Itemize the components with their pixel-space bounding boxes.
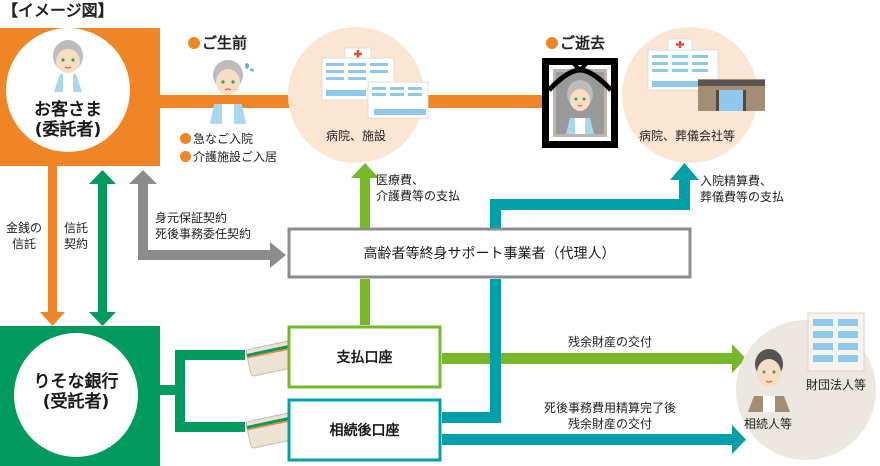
diagram-title: 【イメージ図】 (2, 1, 114, 20)
foundation-building-icon (807, 312, 865, 372)
customer-label-line1: お客さま (34, 100, 102, 120)
before-death-heading: ご生前 (188, 33, 247, 53)
medical-payment-arrow (351, 163, 379, 325)
event-sudden-hospitalization: 急なご入院 (180, 131, 253, 147)
post-settlement-delivery-arrow (442, 425, 746, 454)
bank-label-line2: (受託者) (42, 392, 110, 412)
customer-avatar-icon (53, 40, 83, 92)
guarantee-contract-arrow (129, 170, 286, 268)
trust-contract-label: 信託 契約 (64, 221, 89, 251)
residual-delivery-label: 残余財産の交付 (567, 335, 652, 349)
trust-contract-arrow (89, 170, 116, 326)
heir-person-icon (748, 349, 790, 412)
orange-dot-icon (546, 37, 558, 49)
passbook-icon (245, 340, 297, 377)
money-trust-arrow (40, 166, 65, 326)
money-trust-label: 金銭の 信託 (6, 221, 43, 251)
after-death-heading: ご逝去 (546, 33, 605, 53)
hospital-funeral-payment-arrow (490, 163, 699, 228)
hospital-funeral-label: 病院、葬儀会社等 (638, 129, 735, 143)
customer-label-line2: (委託者) (34, 120, 102, 140)
orange-dot-icon (180, 151, 191, 162)
post-inheritance-account-label: 相続後口座 (329, 423, 400, 439)
orange-dot-icon (188, 37, 200, 49)
bank-circle (14, 333, 138, 457)
heirs-label: 相続人等 (744, 417, 793, 431)
hospital-funeral-payment-label: 入院精算費、 葬儀費等の支払 (700, 174, 785, 204)
worried-person-icon (210, 60, 254, 124)
post-settlement-delivery-label: 死後事務費用精算完了後 残余財産の交付 (543, 401, 676, 431)
guarantee-contract-label: 身元保証契約 死後事務委任契約 (155, 211, 252, 241)
post-inheritance-account-box (287, 398, 442, 462)
hospital-facility-label: 病院、施設 (325, 129, 386, 143)
event-care-facility: 介護施設ご入居 (180, 149, 277, 165)
agent-box (287, 227, 692, 279)
orange-dot-icon (180, 133, 191, 144)
hospital-building-icon (321, 47, 429, 119)
payment-account-label: 支払口座 (336, 350, 393, 366)
foundation-label: 財団法人等 (806, 378, 867, 392)
hospital-funeral-building-icon (647, 38, 765, 111)
payment-account-box (287, 325, 442, 389)
bank-account-connector (160, 350, 245, 432)
bank-label: りそな銀行 (受託者) (16, 372, 136, 412)
memorial-portrait-icon (542, 58, 618, 148)
customer-label: お客さま (委託者) (8, 100, 128, 140)
residual-delivery-arrow (442, 344, 746, 373)
bank-label-line1: りそな銀行 (33, 372, 119, 392)
medical-payment-label: 医療費、 介護費等の支払 (376, 173, 461, 203)
agent-label: 高齢者等終身サポート事業者（代理人） (363, 246, 616, 262)
